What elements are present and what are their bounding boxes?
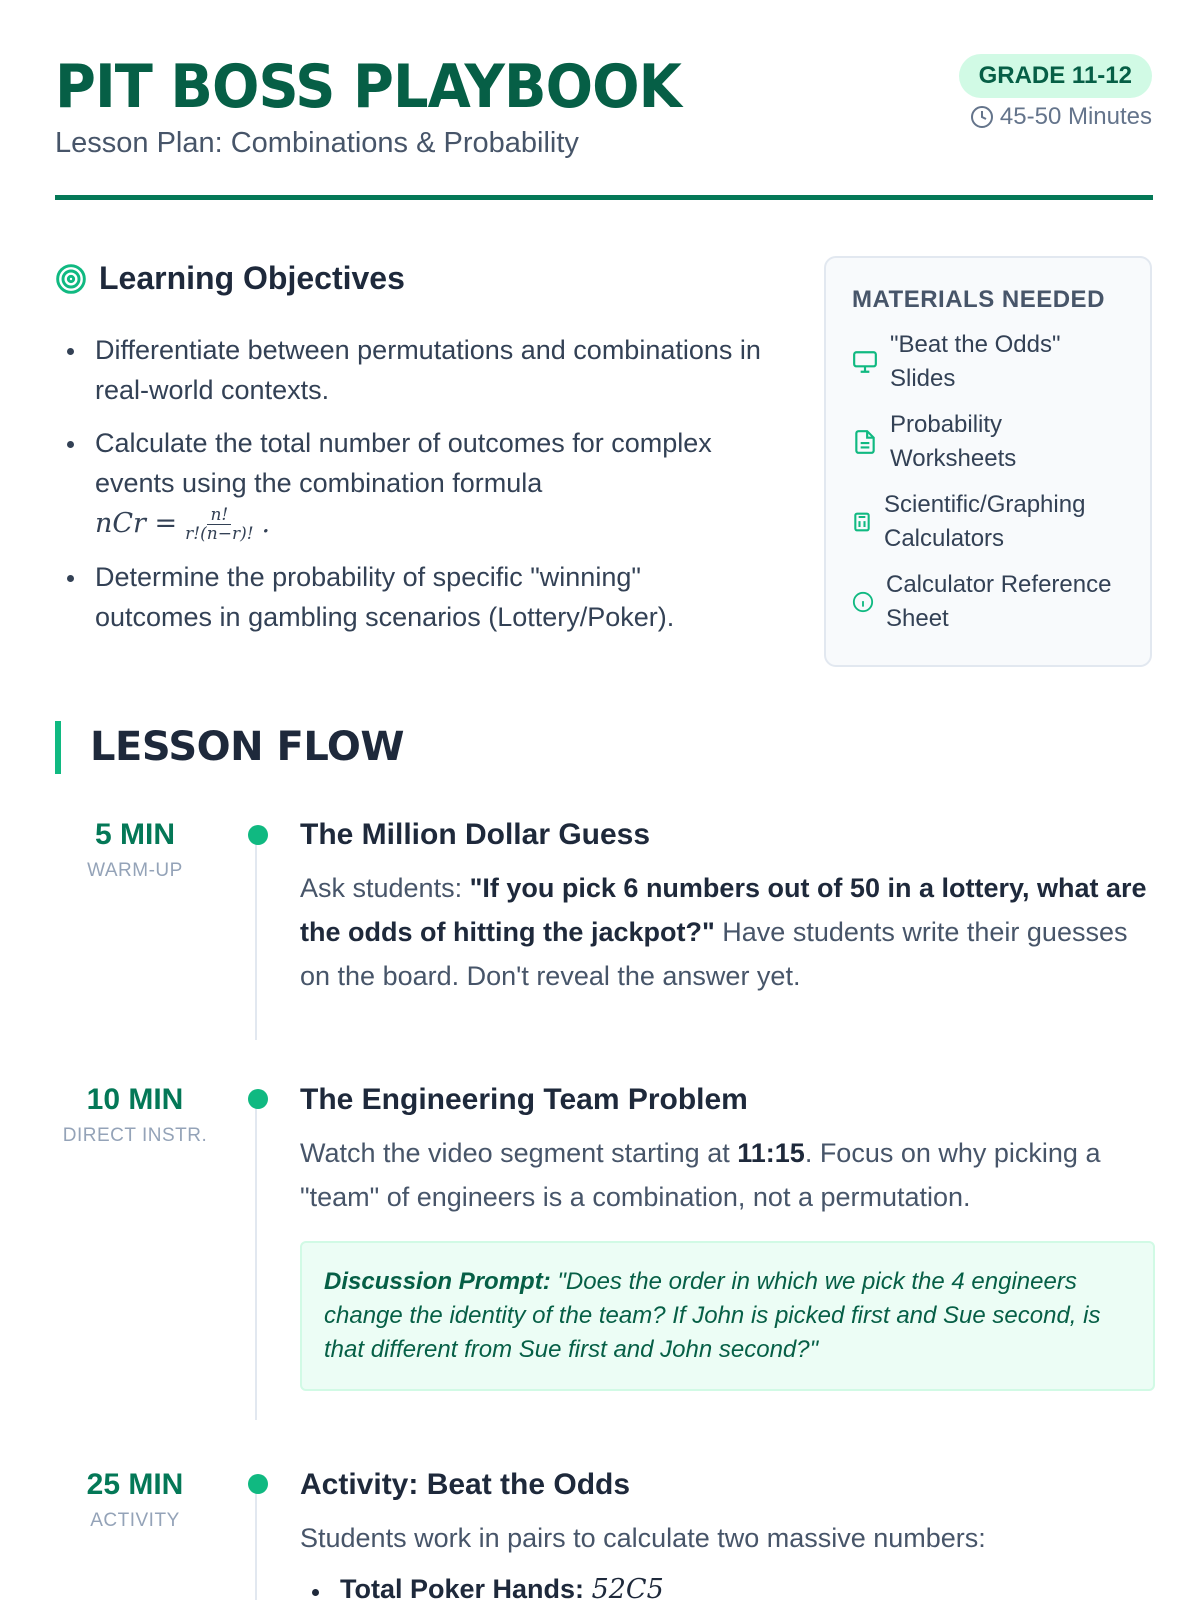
duration: 45-50 Minutes (970, 103, 1152, 131)
step-description: Students work in pairs to calculate two … (300, 1523, 986, 1553)
step-title: The Engineering Team Problem (300, 1083, 748, 1116)
combination-formula: nCr =n!r!(n−r)!. (95, 504, 271, 544)
page-title: PIT BOSS PLAYBOOK (55, 52, 682, 122)
activity-bullet: Total Poker Hands: 52C5 (300, 1574, 1155, 1600)
timeline-line (255, 1100, 257, 1420)
timeline-line (255, 1486, 257, 1600)
clock-icon (970, 106, 993, 128)
objective-item: Differentiate between permutations and c… (65, 330, 765, 410)
discussion-prompt: Discussion Prompt: "Does the order in wh… (300, 1241, 1155, 1391)
step-title: Activity: Beat the Odds (300, 1468, 631, 1501)
objectives-heading: Learning Objectives (55, 260, 405, 297)
header-divider (55, 195, 1153, 200)
material-item: Calculator Reference Sheet (852, 568, 1124, 636)
timeline-dot (248, 1474, 268, 1494)
timeline-dot (248, 1089, 268, 1109)
target-icon (56, 263, 86, 294)
objectives-title: Learning Objectives (99, 260, 405, 296)
timeline-dot (248, 825, 268, 845)
step-title: The Million Dollar Guess (300, 818, 651, 851)
objective-item: Calculate the total number of outcomes f… (65, 423, 765, 544)
lesson-flow-heading: LESSON FLOW (55, 721, 405, 774)
document-icon (855, 430, 875, 454)
lesson-step: The Engineering Team Problem Watch the v… (300, 1083, 1155, 1391)
calculator-icon (854, 512, 870, 532)
materials-heading: MATERIALS NEEDED (852, 286, 1105, 313)
material-item: Probability Worksheets (852, 408, 1124, 476)
duration-text: 45-50 Minutes (999, 103, 1152, 130)
objective-item: Determine the probability of specific "w… (65, 557, 765, 637)
timeline-line (255, 835, 257, 1040)
materials-panel: MATERIALS NEEDED "Beat the Odds" Slides … (824, 256, 1152, 667)
lesson-step: Activity: Beat the Odds Students work in… (300, 1468, 1155, 1600)
material-item: Scientific/Graphing Calculators (852, 488, 1124, 556)
step-description: Ask students: "If you pick 6 numbers out… (300, 873, 1147, 991)
material-item: "Beat the Odds" Slides (852, 328, 1124, 396)
objectives-list: Differentiate between permutations and c… (65, 330, 765, 650)
lesson-step: The Million Dollar Guess Ask students: "… (300, 818, 1155, 998)
grade-badge: GRADE 11-12 (958, 54, 1152, 98)
page-subtitle: Lesson Plan: Combinations & Probability (55, 127, 579, 159)
info-icon (852, 591, 874, 613)
step-description: Watch the video segment starting at 11:1… (300, 1138, 1101, 1212)
monitor-icon (853, 351, 877, 373)
